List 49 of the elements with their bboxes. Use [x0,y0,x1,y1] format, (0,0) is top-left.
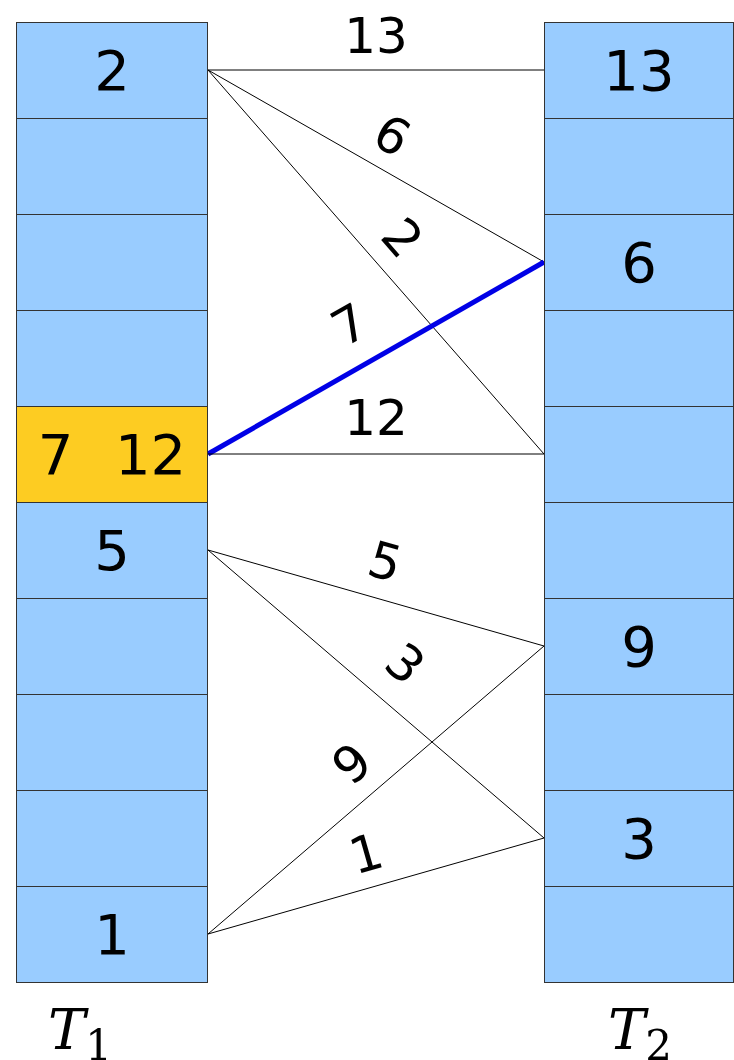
key-value: 1 [94,906,130,963]
table-slot [16,790,208,887]
key-value: 12 [114,426,187,483]
key-value: 2 [94,42,130,99]
table-slot [16,406,208,503]
table-slot [16,694,208,791]
key-value: 13 [603,42,675,99]
table-slot [544,886,734,983]
table-slot [544,598,734,695]
table-slot [544,22,734,119]
table-slot [16,310,208,407]
table-slot [16,118,208,215]
edge-label: 13 [344,11,408,61]
table-slot [544,118,734,215]
table-slot [544,502,734,599]
connector-line [207,549,545,647]
edge-label: 2 [372,209,432,267]
table-slot [544,790,734,887]
table-slot [544,694,734,791]
key-value: 9 [621,618,657,675]
table-slot [16,502,208,599]
table-slot [16,886,208,983]
edge-label: 3 [376,634,434,694]
edge-label: 9 [323,734,381,794]
key-value: 5 [94,522,130,579]
edge-label: 7 [323,295,377,355]
key-value: 7 [37,426,74,483]
connector-line [207,69,545,71]
connector-line [207,69,545,263]
edge-label: 12 [344,393,408,443]
key-value: 6 [621,234,657,291]
connector-line [207,453,545,455]
table-slot [16,598,208,695]
table-label: T$_{1}$ [47,1002,113,1058]
table-slot [544,214,734,311]
connector-line [207,645,545,935]
connector-line [207,837,545,935]
table-slot [16,214,208,311]
table-slot [16,22,208,119]
edge-label: 1 [343,825,389,883]
table-slot [544,310,734,407]
key-value: 3 [621,810,657,867]
connector-line [207,549,545,839]
edge-label: 5 [362,533,408,591]
table-label: T$_{2}$ [607,1002,673,1058]
edge-label: 6 [365,106,419,166]
connector-line [206,259,546,457]
table-slot [544,406,734,503]
connector-line [207,69,545,455]
